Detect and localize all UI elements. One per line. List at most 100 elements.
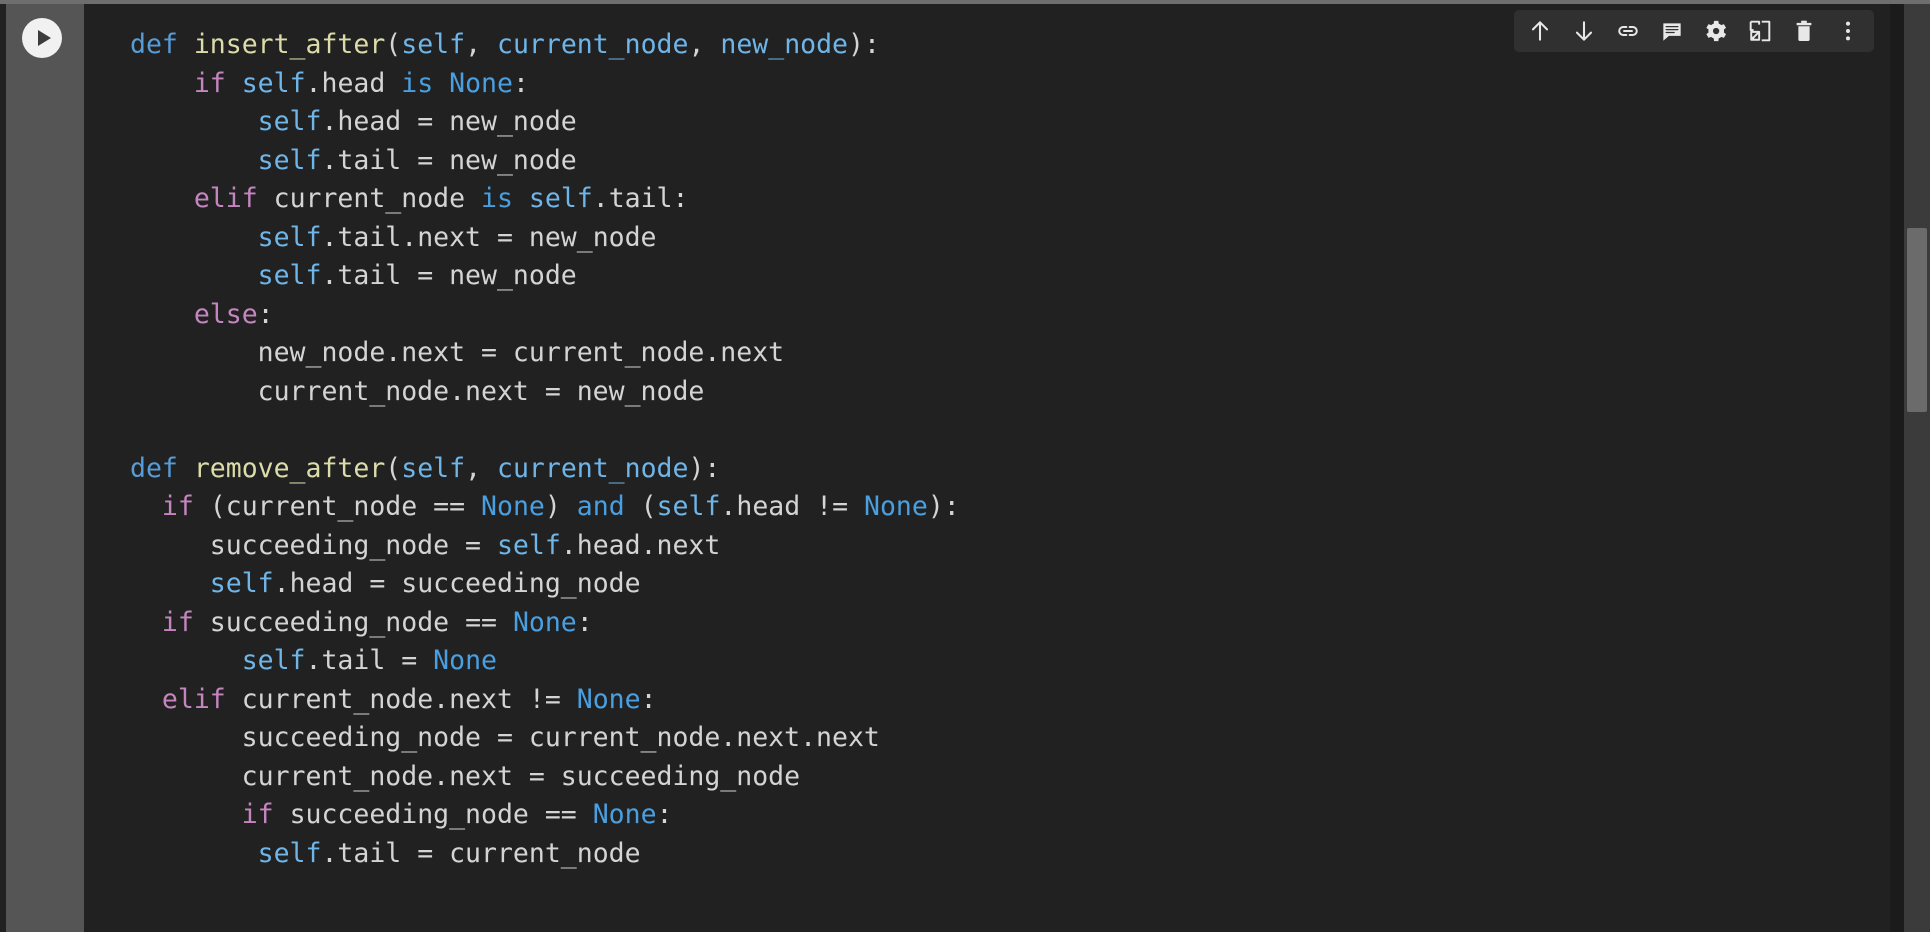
code-token [130,799,242,830]
code-token: elif [193,183,274,214]
run-cell-button[interactable] [22,18,62,58]
code-line: self.tail = new_node [84,257,1882,296]
comment-icon [1663,23,1681,41]
code-line: def remove_after(self, current_node): [84,450,1882,489]
editor-right-edge [1890,4,1904,932]
code-token: .tail = [305,645,434,676]
code-token: self [257,144,322,176]
code-token: ): [688,452,721,484]
code-token: , [465,452,497,484]
code-token [130,68,194,99]
code-token: .head = succeeding_node [273,568,641,599]
code-text[interactable]: def insert_after(self, current_node, new… [84,4,1882,873]
code-line: if succeeding_node == None: [84,796,1882,835]
code-line: self.head = new_node [84,103,1882,142]
code-editor[interactable]: def insert_after(self, current_node, new… [84,4,1882,932]
code-token: ( [385,29,402,60]
code-token [130,645,242,676]
code-token [130,491,162,522]
code-token: is [401,67,450,99]
code-line: elif current_node.next != None: [84,681,1882,720]
code-token: .head != [720,491,864,522]
code-token: , [465,29,497,60]
code-token: None [592,799,657,830]
code-token [130,145,258,176]
code-token: .tail = current_node [321,837,641,869]
link-icon [1618,26,1638,36]
code-token: succeeding_node == [209,606,513,638]
move-cell-up-button[interactable] [1518,10,1562,52]
add-comment-button[interactable] [1650,10,1694,52]
code-line: if (current_node == None) and (self.head… [84,488,1882,527]
code-token: ) [544,491,577,522]
cell-toolbar [1514,10,1874,52]
code-token [130,106,258,137]
code-token: self [257,106,322,137]
code-token: None [449,67,513,99]
cell-top-divider [0,0,1930,4]
delete-cell-button[interactable] [1782,10,1826,52]
code-token: current_node.next != [241,683,577,715]
code-token: self [656,491,721,522]
code-token: .head.next [560,529,721,561]
code-token: .head [305,67,402,99]
code-token: self [241,645,306,676]
code-token: (current_node == [209,491,482,522]
code-line: succeeding_node = current_node.next.next [84,719,1882,758]
code-line: if succeeding_node == None: [84,604,1882,643]
code-line: new_node.next = current_node.next [84,334,1882,373]
gear-icon [1706,20,1727,42]
code-line: current_node.next = new_node [84,373,1882,412]
code-token: current_node [497,452,689,484]
code-token: self [209,568,274,599]
code-token: None [512,606,577,638]
code-token [130,183,194,214]
cell-settings-button[interactable] [1694,10,1738,52]
move-cell-down-button[interactable] [1562,10,1606,52]
code-line [84,411,1882,450]
code-token [130,299,194,330]
code-token: if [161,491,210,522]
code-token [130,222,258,253]
code-token: ): [848,29,880,60]
code-token [130,607,162,638]
code-token: ( [385,452,402,484]
code-token: else [193,298,258,330]
code-token: new_node.next = current_node.next [130,337,785,368]
code-token: if [193,67,242,99]
code-token: succeeding_node = current_node.next.next [130,722,880,753]
code-token: self [257,260,322,291]
vertical-scrollbar[interactable] [1904,4,1930,932]
code-line: elif current_node is self.tail: [84,180,1882,219]
more-options-button[interactable] [1826,10,1870,52]
code-token [130,260,258,291]
code-token: and [576,491,641,522]
code-line: def insert_after(self, current_node, new… [84,26,1882,65]
code-line: current_node.next = succeeding_node [84,758,1882,797]
code-token: remove_after [193,452,386,484]
code-token: .tail: [592,183,689,214]
code-line: if self.head is None: [84,65,1882,104]
code-token: current_node [497,29,689,60]
code-token [130,684,162,715]
code-token: def [130,29,194,60]
code-line: self.tail = None [84,642,1882,681]
copy-link-button[interactable] [1606,10,1650,52]
arrow-up-icon [1531,21,1549,41]
code-token: , [688,29,721,60]
code-token: : [257,298,274,330]
code-token: None [576,683,641,715]
code-token: elif [161,683,242,715]
code-token: self [401,452,466,484]
code-token: if [241,799,290,830]
scrollbar-thumb[interactable] [1907,228,1927,412]
code-line: self.tail = new_node [84,142,1882,181]
code-token: self [496,529,561,561]
code-token: self [528,183,593,214]
open-in-tab-button[interactable] [1738,10,1782,52]
code-token: .tail.next = new_node [321,221,657,253]
code-token: : [576,606,593,638]
code-token: self [257,221,322,253]
code-token: .tail = new_node [321,144,577,176]
run-gutter [6,4,84,932]
